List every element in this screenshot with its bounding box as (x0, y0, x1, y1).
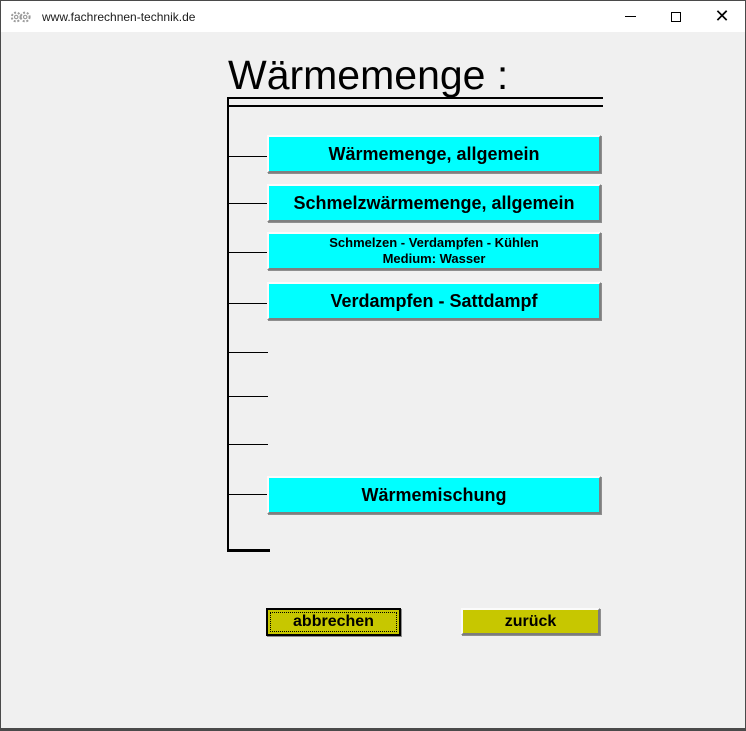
window-title: www.fachrechnen-technik.de (42, 9, 196, 24)
tree-bottom-line (227, 549, 270, 552)
back-button-label: zurück (504, 612, 557, 630)
menu-button-label: Verdampfen - Sattdampf (330, 290, 538, 311)
maximize-button[interactable] (653, 1, 699, 32)
menu-button-verdampfen-sattdampf[interactable]: Verdampfen - Sattdampf (267, 282, 601, 320)
menu-button-label: Wärmemenge, allgemein (328, 143, 540, 164)
window-controls: ✕ (607, 1, 745, 32)
minimize-button[interactable] (607, 1, 653, 32)
tree-branch-line (228, 203, 268, 204)
tree-branch-line (228, 494, 268, 495)
menu-button-label: Wärmemischung (361, 484, 507, 505)
menu-button-label: Schmelzwärmemenge, allgemein (293, 192, 575, 213)
menu-button-waermemenge-allgemein[interactable]: Wärmemenge, allgemein (267, 135, 601, 173)
menu-button-label-line1: Schmelzen - Verdampfen - Kühlen (329, 235, 539, 250)
menu-button-schmelzwaermemenge[interactable]: Schmelzwärmemenge, allgemein (267, 184, 601, 222)
titlebar: www.fachrechnen-technik.de ✕ (1, 1, 745, 32)
maximize-icon (671, 11, 681, 22)
menu-button-label-line2: Medium: Wasser (382, 251, 486, 266)
tree-branch-line-empty (228, 396, 268, 397)
cancel-button[interactable]: abbrechen (266, 608, 401, 636)
menu-button-schmelzen-verdampfen-kuehlen[interactable]: Schmelzen - Verdampfen - Kühlen Medium: … (267, 232, 601, 270)
header-underline-top (227, 97, 603, 99)
header-underline-bottom (227, 105, 603, 107)
minimize-icon (624, 16, 636, 17)
tree-branch-line (228, 303, 268, 304)
menu-button-waermemischung[interactable]: Wärmemischung (267, 476, 601, 514)
tree-trunk-line (227, 97, 229, 552)
back-button[interactable]: zurück (461, 608, 600, 635)
page-title: Wärmemenge : (228, 52, 509, 98)
gears-icon (10, 10, 32, 24)
tree-branch-line (228, 156, 268, 157)
close-icon: ✕ (714, 5, 730, 27)
close-button[interactable]: ✕ (699, 1, 745, 32)
tree-branch-line (228, 252, 268, 253)
tree-branch-line-empty (228, 352, 268, 353)
cancel-button-label: abbrechen (293, 613, 374, 630)
tree-branch-line-empty (228, 444, 268, 445)
